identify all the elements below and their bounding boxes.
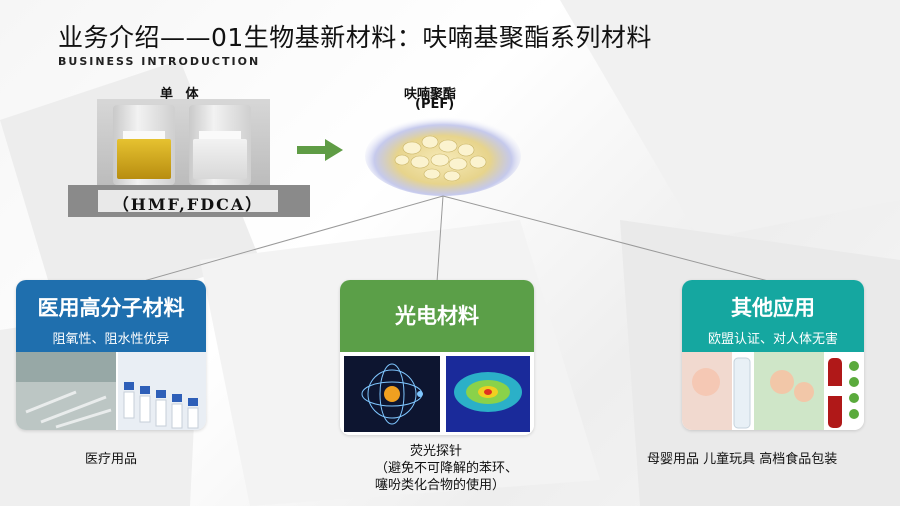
card-subtitle: 阻氧性、阻水性优异 — [52, 332, 170, 347]
monomer-name: （HMF,FDCA） — [112, 195, 264, 214]
fluorescent-probe-image — [340, 352, 534, 435]
monomer-label: 单 体 — [160, 87, 203, 102]
card-subtitle: 欧盟认证、对人体无害 — [707, 332, 838, 347]
card-other-applications: 其他应用 欧盟认证、对人体无害 — [682, 280, 864, 430]
card-optoelectronic: 光电材料 — [340, 280, 534, 435]
medical-supplies-image — [16, 352, 206, 430]
caption-medical: 医疗用品 — [85, 452, 138, 467]
page-title: 业务介绍——01生物基新材料：呋喃基聚酯系列材料 — [58, 23, 652, 52]
monomer-photo — [97, 99, 270, 185]
bottle-fdca-image — [189, 105, 251, 185]
caption-optoelectronic-line3: 噻吩类化合物的使用） — [375, 478, 506, 493]
card-title: 医用高分子材料 — [37, 296, 185, 320]
monomer-name-bar: （HMF,FDCA） — [68, 185, 310, 217]
caption-optoelectronic-line2: （避免不可降解的苯环、 — [375, 461, 519, 476]
pef-name: 呋喃聚酯 — [404, 87, 457, 102]
caption-optoelectronic-line1: 荧光探针 — [410, 444, 463, 459]
bottle-hmf-image — [113, 105, 175, 185]
card-medical-polymer: 医用高分子材料 阻氧性、阻水性优异 — [16, 280, 206, 430]
consumer-products-image — [682, 352, 864, 430]
arrow-right-icon — [297, 139, 343, 161]
pef-pellets-image — [365, 116, 521, 196]
caption-other: 母婴用品 儿童玩具 高档食品包装 — [647, 452, 838, 467]
card-title: 光电材料 — [395, 304, 479, 328]
pef-abbr: (PEF) — [415, 97, 455, 112]
card-title: 其他应用 — [731, 296, 815, 320]
page-subtitle: BUSINESS INTRODUCTION — [58, 55, 261, 68]
